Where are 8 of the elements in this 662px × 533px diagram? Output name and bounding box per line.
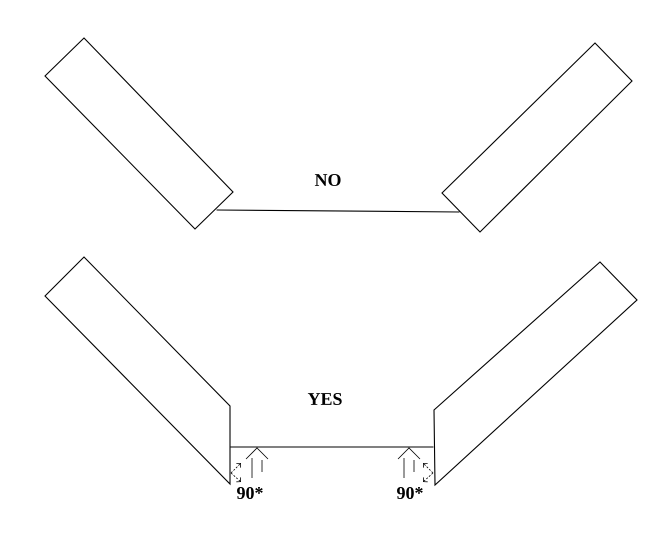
angle-label: 90* (397, 486, 423, 500)
angle-label: 90* (237, 486, 263, 500)
caption-word: NO (314, 174, 341, 186)
caption-word: YES (308, 392, 342, 406)
joining-line (230, 446, 434, 448)
joining-line (216, 209, 460, 213)
plate-shape (441, 42, 633, 233)
plate-shape (44, 37, 234, 230)
